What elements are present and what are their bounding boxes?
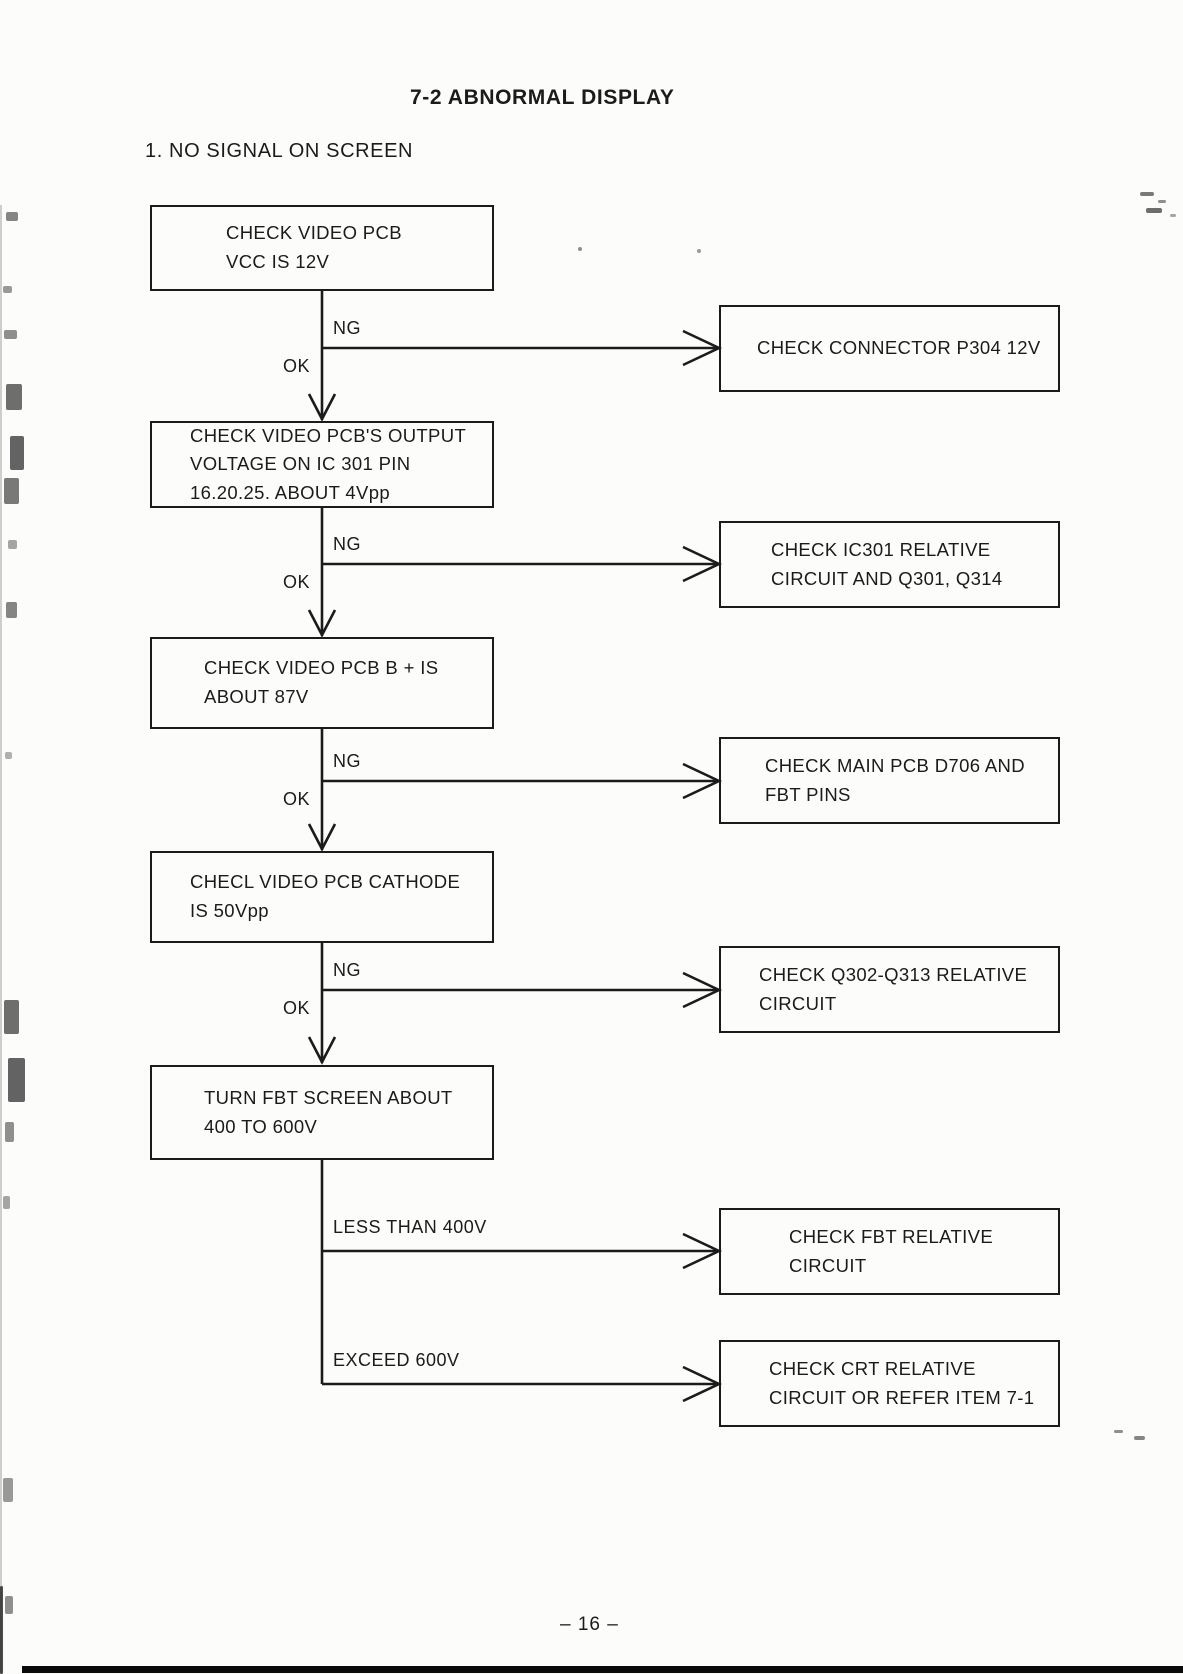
scan-artifact — [5, 752, 12, 759]
scan-artifact — [1134, 1436, 1145, 1440]
ok-label-1: OK — [283, 356, 311, 376]
ng-label-4: NG — [333, 960, 361, 980]
branch-label-exceed-600v: EXCEED 600V — [333, 1350, 460, 1370]
ng-label-2: NG — [333, 534, 361, 554]
scan-artifact — [10, 436, 24, 470]
check-box-cathode-50vpp: CHECL VIDEO PCB CATHODE IS 50Vpp — [150, 851, 494, 943]
scan-artifact — [578, 247, 582, 251]
scan-artifact — [5, 1596, 13, 1614]
scan-artifact — [0, 1586, 3, 1674]
scan-artifact — [4, 330, 17, 339]
ok-label-4: OK — [283, 998, 311, 1018]
check-box-turn-fbt-screen: TURN FBT SCREEN ABOUT 400 TO 600V — [150, 1065, 494, 1160]
scan-edge-line — [0, 205, 2, 1674]
check-box-video-pcb-vcc: CHECK VIDEO PCB VCC IS 12V — [150, 205, 494, 291]
page-number: – 16 – — [560, 1614, 619, 1635]
check-box-ic301-output: CHECK VIDEO PCB'S OUTPUT VOLTAGE ON IC 3… — [150, 421, 494, 508]
scan-artifact — [6, 384, 22, 410]
scan-artifact — [4, 1000, 19, 1034]
scan-artifact — [1140, 192, 1154, 196]
check-box-bplus-87v: CHECK VIDEO PCB B + IS ABOUT 87V — [150, 637, 494, 729]
scan-artifact — [3, 286, 12, 293]
action-box-crt-circuit: CHECK CRT RELATIVE CIRCUIT OR REFER ITEM… — [719, 1340, 1060, 1427]
scan-bottom-bar — [22, 1666, 1183, 1673]
scan-artifact — [3, 1196, 10, 1209]
scan-artifact — [1170, 214, 1176, 217]
scan-artifact — [4, 478, 19, 504]
action-box-main-pcb-d706: CHECK MAIN PCB D706 AND FBT PINS — [719, 737, 1060, 824]
scan-artifact — [8, 540, 17, 549]
scan-artifact — [6, 602, 17, 618]
ok-label-2: OK — [283, 572, 311, 592]
section-heading: 1. NO SIGNAL ON SCREEN — [145, 140, 414, 162]
scan-artifact — [6, 212, 18, 221]
branch-label-less-than-400v: LESS THAN 400V — [333, 1217, 487, 1237]
action-box-fbt-circuit: CHECK FBT RELATIVE CIRCUIT — [719, 1208, 1060, 1295]
page-title: 7-2 ABNORMAL DISPLAY — [410, 86, 675, 109]
scan-artifact — [1146, 208, 1162, 213]
scan-artifact — [697, 249, 701, 253]
scan-artifact — [5, 1122, 14, 1142]
scan-artifact — [8, 1058, 25, 1102]
action-box-connector-p304: CHECK CONNECTOR P304 12V — [719, 305, 1060, 392]
scan-artifact — [1114, 1430, 1123, 1433]
ok-label-3: OK — [283, 789, 311, 809]
scan-artifact — [1158, 200, 1166, 203]
action-box-q302-q313: CHECK Q302-Q313 RELATIVE CIRCUIT — [719, 946, 1060, 1033]
ng-label-3: NG — [333, 751, 361, 771]
ng-label-1: NG — [333, 318, 361, 338]
action-box-ic301-circuit: CHECK IC301 RELATIVE CIRCUIT AND Q301, Q… — [719, 521, 1060, 608]
scan-artifact — [3, 1478, 13, 1502]
